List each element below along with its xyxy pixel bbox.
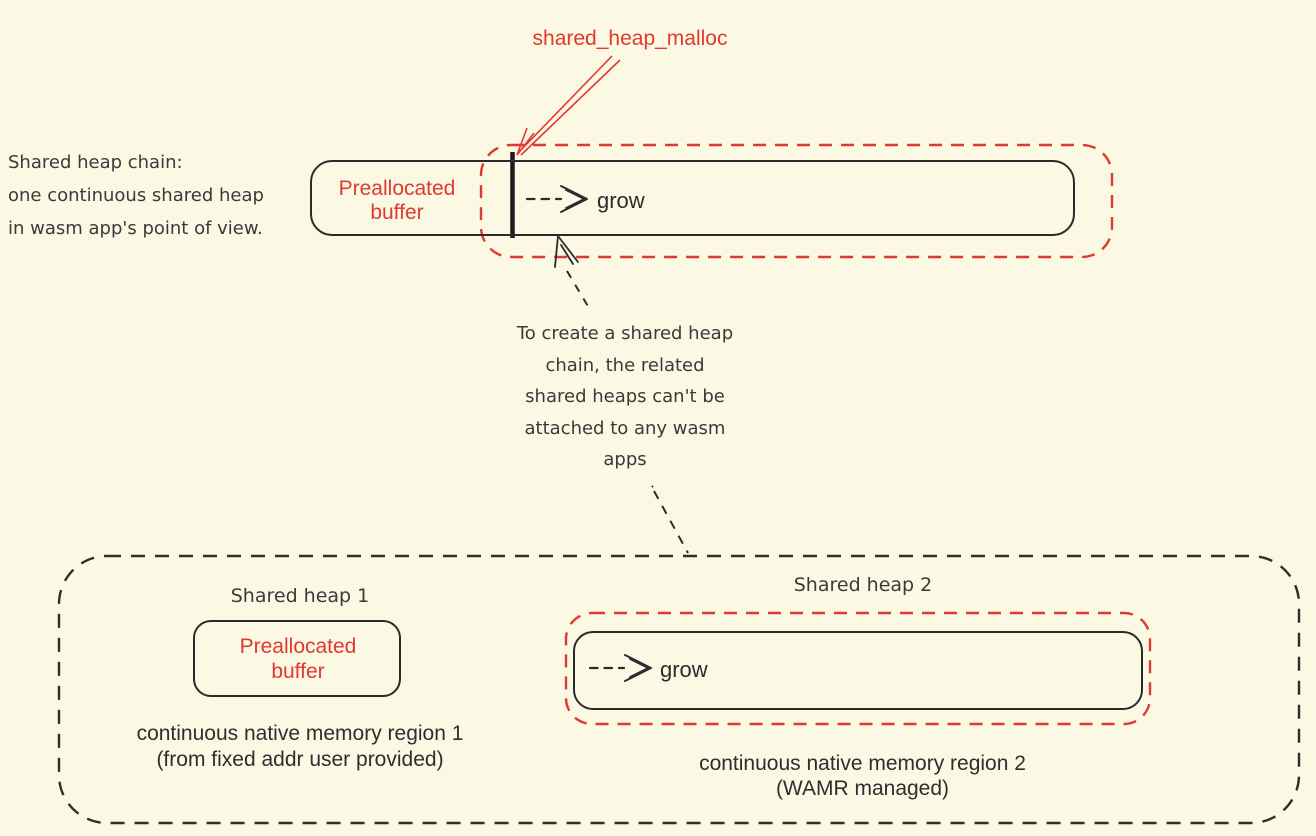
left-note-line: in wasm app's point of view. (8, 218, 263, 239)
middle-note-line: To create a shared heap (516, 323, 734, 344)
shared-heap-chain-bar (310, 160, 1075, 236)
left-note: Shared heap chain: one continuous shared… (8, 146, 264, 245)
grow-arrow-icon (525, 185, 588, 213)
prealloc-buffer-line: buffer (370, 201, 424, 224)
malloc-label: shared_heap_malloc (532, 27, 728, 50)
heap2-title: Shared heap 2 (793, 574, 933, 596)
note-connector-line-top (566, 270, 590, 309)
grow-label: grow (597, 188, 645, 213)
heap2-grow-arrow-icon (588, 654, 652, 682)
heap2-red-dashed-outline (564, 611, 1152, 726)
middle-note: To create a shared heap chain, the relat… (470, 318, 780, 476)
heap1-caption-line: continuous native memory region 1 (136, 722, 464, 745)
note-connector-dot (651, 485, 654, 488)
left-note-line: one continuous shared heap (8, 185, 264, 206)
heap1-title: Shared heap 1 (230, 585, 370, 607)
heap1-prealloc-line: Preallocated (239, 635, 357, 658)
heap2-caption: continuous native memory region 2 (WAMR … (655, 751, 1070, 801)
middle-note-line: chain, the related (545, 354, 705, 376)
heap2-caption-line: continuous native memory region 2 (699, 752, 1026, 775)
heap2-box (573, 631, 1143, 710)
malloc-arrow-icon (516, 55, 621, 156)
attach-pointer-icon (554, 235, 579, 268)
heap1-prealloc-line: buffer (271, 660, 325, 683)
note-connector-line-bottom (653, 490, 689, 554)
middle-note-line: shared heaps can't be (525, 386, 725, 407)
heap1-prealloc-label: Preallocated buffer (195, 634, 401, 684)
prealloc-buffer-line: Preallocated (338, 177, 456, 200)
chain-region-red-dashed-outline (479, 143, 1114, 259)
left-note-line: Shared heap chain: (8, 152, 183, 173)
prealloc-buffer-label: Preallocated buffer (312, 177, 482, 225)
heap2-grow-label: grow (660, 657, 708, 682)
memory-group-dashed-outline (57, 554, 1301, 825)
heap1-prealloc-box (193, 620, 401, 697)
middle-note-line: apps (603, 449, 647, 470)
heap2-caption-line: (WAMR managed) (775, 777, 950, 800)
heap1-caption: continuous native memory region 1 (from … (105, 721, 495, 773)
heap1-caption-line: (from fixed addr user provided) (156, 748, 444, 771)
middle-note-line: attached to any wasm (524, 417, 726, 439)
